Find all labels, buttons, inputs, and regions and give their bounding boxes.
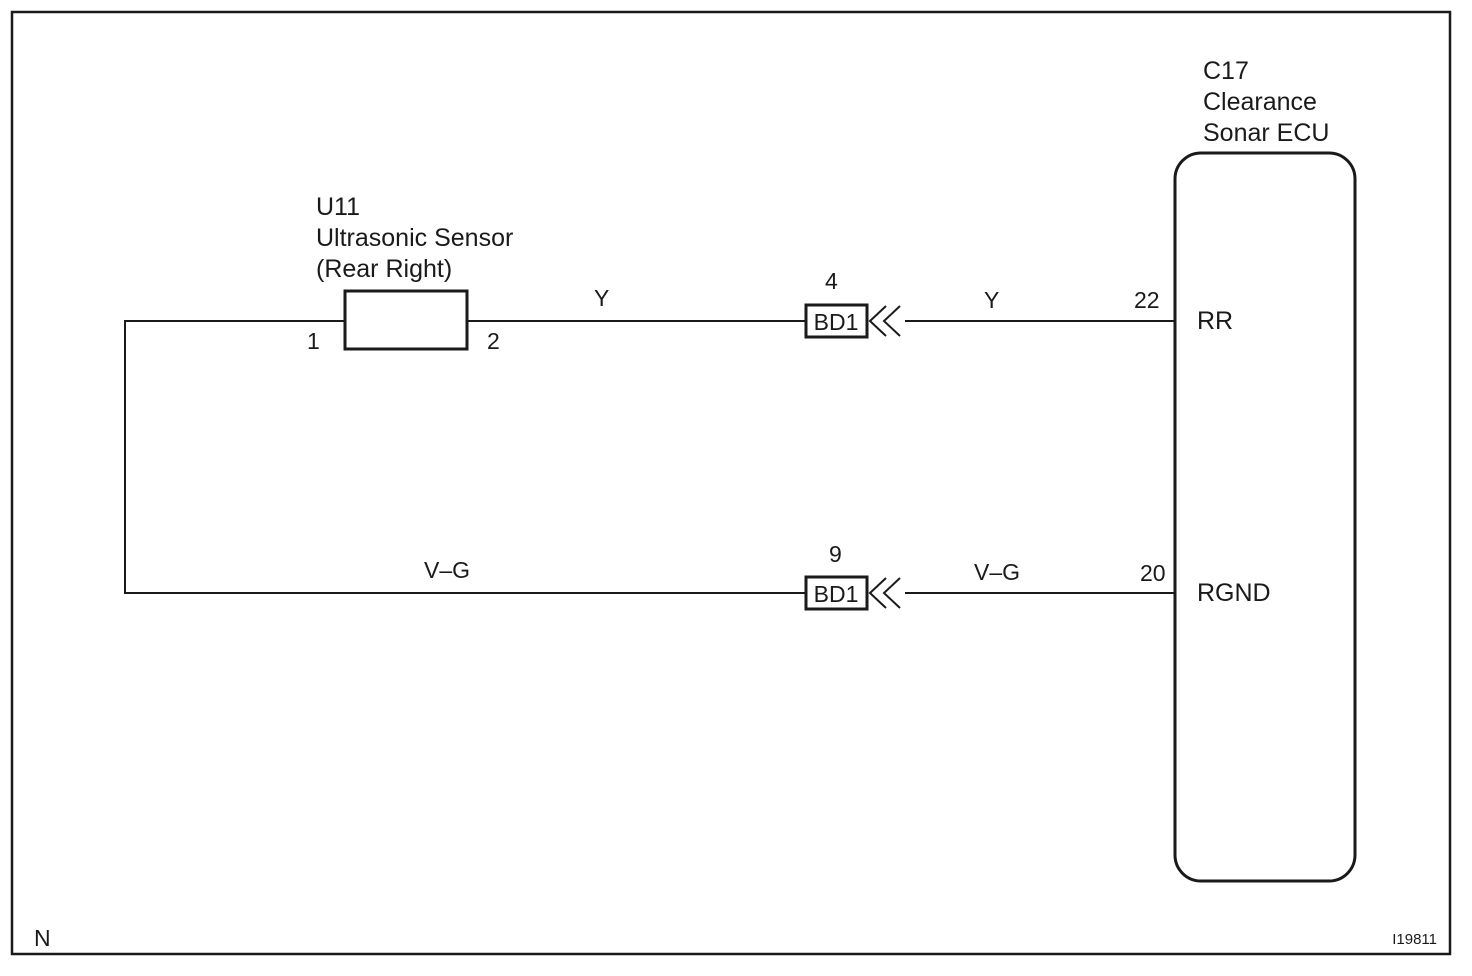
sensor-position: (Rear Right) (316, 255, 452, 283)
diagram-frame (10, 10, 1452, 956)
sensor-pin-1: 1 (307, 328, 320, 354)
wire-color-top-right: Y (984, 287, 999, 313)
ecu-name-line1: Clearance (1203, 88, 1317, 116)
connector-top-pin: 4 (825, 268, 838, 294)
wire-color-bottom-right: V–G (974, 559, 1020, 585)
connector-top-name: BD1 (814, 309, 859, 335)
wire-vg-sensor-return (124, 320, 805, 594)
connector-top-box (804, 303, 869, 339)
ecu-pin-rr-label: RR (1197, 307, 1233, 335)
ecu-pin-rgnd-label: RGND (1197, 579, 1271, 607)
connector-bottom-pin: 9 (829, 541, 842, 567)
sensor-code: U11 (316, 193, 360, 221)
ecu-pin-rgnd-number: 20 (1140, 560, 1166, 586)
sensor-body (343, 289, 469, 351)
ecu-code: C17 (1203, 57, 1249, 85)
connector-bottom-name: BD1 (814, 581, 859, 607)
sensor-pin-2: 2 (487, 328, 500, 354)
connector-bottom-box (804, 575, 869, 611)
wire-color-bottom-left: V–G (424, 557, 470, 583)
ecu-pin-rr-number: 22 (1134, 287, 1160, 313)
connector-bottom-arrow-icon (868, 577, 901, 609)
footer-figure-id: I19811 (1392, 931, 1437, 948)
connector-top-arrow-icon (868, 305, 901, 337)
ecu-name-line2: Sonar ECU (1203, 119, 1329, 147)
sensor-name: Ultrasonic Sensor (316, 224, 513, 252)
wire-color-top-left: Y (594, 285, 609, 311)
footer-left-code: N (34, 925, 51, 951)
ecu-body (1173, 151, 1357, 883)
